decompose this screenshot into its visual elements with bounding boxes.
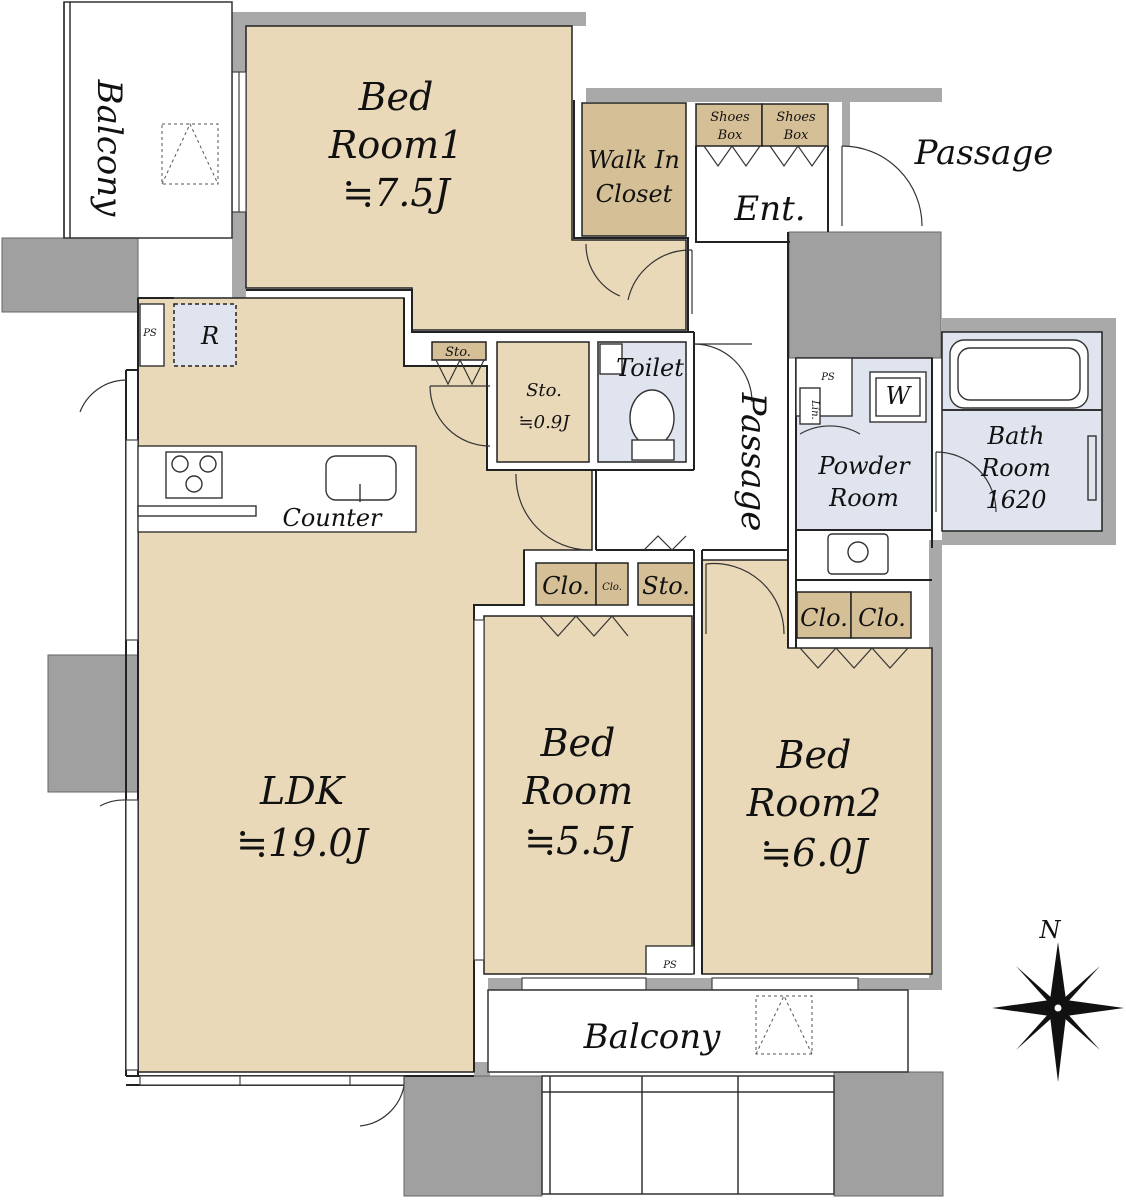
fixtures <box>137 303 1102 975</box>
bedroom2-label-line2: Room2 <box>746 781 882 825</box>
closet-a-label: Clo. <box>542 572 590 600</box>
washing-machine-icon <box>869 371 927 423</box>
closet-a-small-label: Clo. <box>602 582 622 593</box>
storage-area-label: ≒0.9J <box>519 412 572 433</box>
bath-room-label-line1: Bath <box>986 422 1044 450</box>
room-labels: Bed Room1 ≒7.5J Walk In Closet Shoes Box… <box>89 75 1053 1057</box>
walk-in-closet-area <box>581 102 687 237</box>
shoes-box-left-line2: Box <box>717 128 743 143</box>
bedroom1-area-label: ≒7.5J <box>342 171 451 215</box>
balcony-left-label: Balcony <box>89 79 129 218</box>
doors <box>79 144 997 1127</box>
counter-label: Counter <box>282 504 383 532</box>
balcony-bottom-label: Balcony <box>583 1017 722 1057</box>
bedroom2-area-label: ≒6.0J <box>760 831 869 875</box>
closet-c-label: Clo. <box>858 604 906 632</box>
bedroom-label-line1: Bed <box>540 721 616 765</box>
ps-top-left-label: PS <box>142 328 157 339</box>
linen-label: Lin. <box>809 399 820 419</box>
ldk-area-label: ≒19.0J <box>236 821 369 865</box>
bathtub-icon <box>949 339 1089 409</box>
ps-bath-label: PS <box>820 372 835 383</box>
closets <box>173 103 912 639</box>
bedroom-area <box>483 615 693 975</box>
bedroom-label-line2: Room <box>522 769 633 813</box>
shoes-box-right-line2: Box <box>783 128 809 143</box>
closet-b-label: Clo. <box>800 604 848 632</box>
sink-icon <box>325 455 397 501</box>
bedroom2-label-line1: Bed <box>776 733 852 777</box>
washbasin-icon <box>827 533 889 575</box>
hatch-icon <box>161 122 813 1055</box>
walk-in-closet-label-line2: Closet <box>596 180 673 208</box>
toilet-icon <box>629 389 675 447</box>
passage-mid-label: Passage <box>733 392 773 532</box>
bedroom1-label-line1: Bed <box>358 75 434 119</box>
bath-room-label-line2: Room <box>980 454 1051 482</box>
bedroom1-area <box>245 25 687 331</box>
structural-columns <box>1 231 944 1197</box>
passage-top-label: Passage <box>914 133 1054 173</box>
refrigerator-label: R <box>200 322 219 350</box>
windows <box>125 71 859 1086</box>
powder-room-label-line2: Room <box>828 484 899 512</box>
toilet-label: Toilet <box>616 354 684 382</box>
storage-area <box>496 341 590 463</box>
compass-rose-icon: N <box>992 916 1124 1082</box>
storage-small-label: Sto. <box>445 345 471 360</box>
entrance-label: Ent. <box>733 189 805 229</box>
bedroom1-label-line2: Room1 <box>328 123 464 167</box>
balconies <box>63 1 909 1195</box>
storage-hall-label: Sto. <box>642 572 690 600</box>
ps-bottom-label: PS <box>662 960 677 971</box>
compass-north-label: N <box>1039 916 1062 944</box>
shoes-box-right-line1: Shoes <box>776 110 816 125</box>
bath-room-label-line3: 1620 <box>985 486 1046 514</box>
storage-label-line1: Sto. <box>526 380 562 401</box>
bedroom-area-label: ≒5.5J <box>524 819 633 863</box>
ldk-label: LDK <box>259 769 347 813</box>
powder-room-label-line1: Powder <box>817 452 911 480</box>
laundry-label: W <box>886 382 913 410</box>
walk-in-closet-label-line1: Walk In <box>588 146 680 174</box>
shoes-box-left-line1: Shoes <box>710 110 750 125</box>
